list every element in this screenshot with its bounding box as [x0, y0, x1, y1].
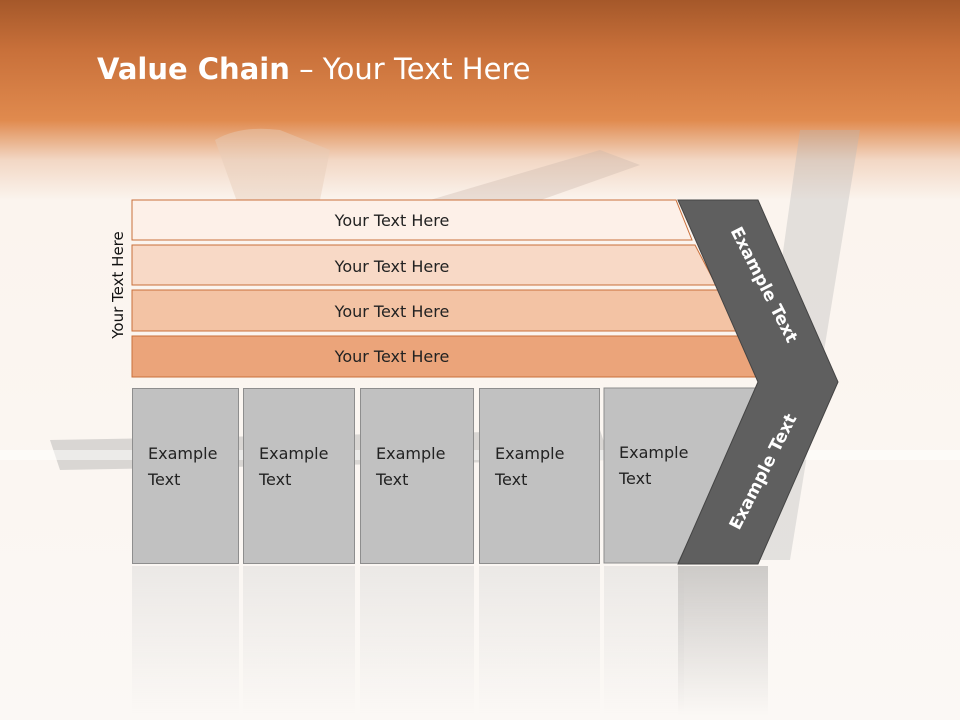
- reflection-col-4: [479, 566, 600, 716]
- band-4: Your Text Here: [132, 336, 692, 376]
- reflection-col-1: [132, 566, 239, 716]
- page-title: Value Chain – Your Text Here: [97, 52, 531, 86]
- band-3: Your Text Here: [132, 291, 692, 331]
- reflection-inner: [132, 566, 852, 716]
- title-rest: – Your Text Here: [289, 52, 531, 86]
- column-4: Example Text: [479, 388, 600, 564]
- column-2-line2: Text: [259, 470, 292, 489]
- column-3: Example Text: [360, 388, 474, 564]
- band-4-label: Your Text Here: [334, 346, 450, 366]
- reflection-col-2: [243, 566, 355, 716]
- column-1: Example Text: [132, 388, 239, 564]
- band-1-shape: [131, 199, 693, 241]
- column-1-line1: Example: [148, 444, 218, 463]
- column-1-line2: Text: [148, 470, 181, 489]
- reflection-chevron: [678, 566, 768, 716]
- band-2: Your Text Here: [132, 246, 692, 286]
- reflection-col-5: [604, 566, 684, 716]
- band-1-label: Your Text Here: [334, 210, 450, 230]
- band-1: Your Text Here: [132, 200, 692, 240]
- column-2-line1: Example: [259, 444, 329, 463]
- column-3-line1: Example: [376, 444, 446, 463]
- band-3-label: Your Text Here: [334, 301, 450, 321]
- column-5-line1: Example: [619, 443, 689, 462]
- title-bold: Value Chain: [97, 52, 290, 86]
- chevron-shape: [677, 199, 839, 565]
- column-2: Example Text: [243, 388, 355, 564]
- reflection: [132, 566, 852, 716]
- column-4-line1: Example: [495, 444, 565, 463]
- column-5: Example Text: [604, 388, 689, 564]
- reflection-col-3: [360, 566, 474, 716]
- column-3-line2: Text: [376, 470, 409, 489]
- column-5-line2: Text: [619, 469, 652, 488]
- column-4-line2: Text: [495, 470, 528, 489]
- band-2-label: Your Text Here: [334, 256, 450, 276]
